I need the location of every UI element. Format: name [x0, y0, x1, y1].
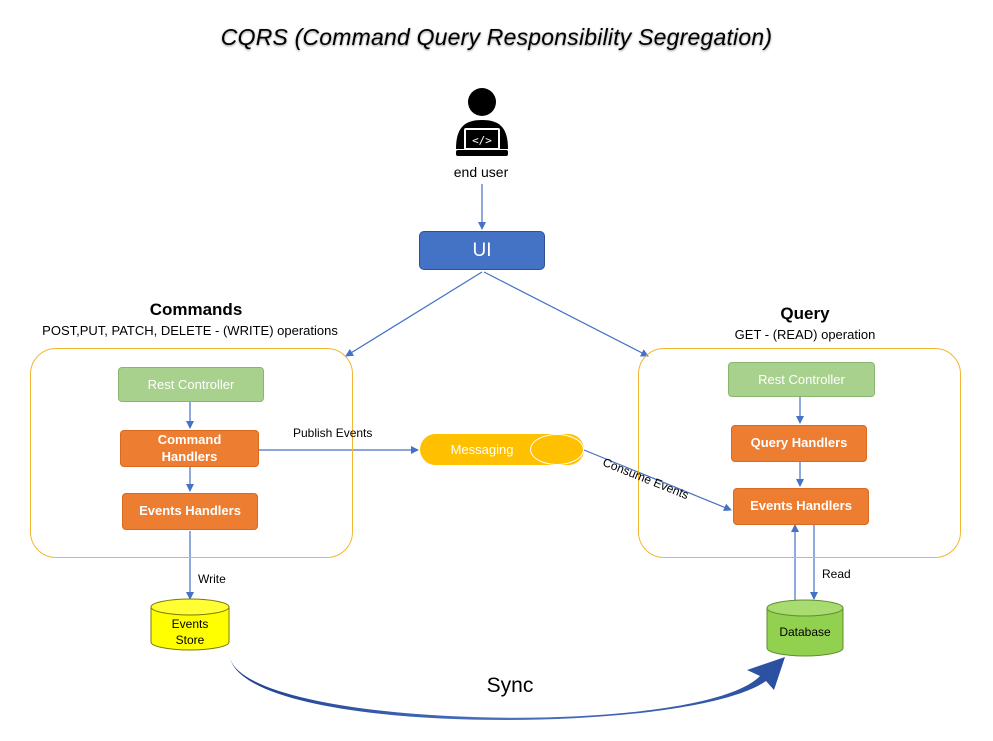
query-group [638, 348, 961, 558]
query-handlers-node: Query Handlers [731, 425, 867, 462]
query-events-handlers: Events Handlers [733, 488, 869, 525]
query-rest-controller: Rest Controller [728, 362, 875, 397]
read-label: Read [822, 567, 851, 581]
database-cylinder [766, 599, 844, 657]
sync-label: Sync [486, 674, 534, 697]
events-store-cylinder [150, 598, 230, 651]
events-store-label: Events Store [171, 616, 209, 647]
messaging-pipe-end [530, 434, 584, 465]
publish-events-label: Publish Events [293, 426, 373, 440]
diagram-title: CQRS (Command Query Responsibility Segre… [220, 24, 773, 50]
ui-node: UI [419, 231, 545, 270]
database-label: Database [779, 624, 831, 639]
arrow-ui-to-query [483, 271, 649, 357]
command-handlers-node: Command Handlers [120, 430, 259, 467]
commands-rest-controller: Rest Controller [118, 367, 264, 402]
arrow-consume-events [583, 449, 732, 512]
commands-events-handlers: Events Handlers [122, 493, 258, 530]
commands-title: Commands [149, 300, 243, 319]
arrow-ui-to-commands [345, 271, 483, 357]
query-title: Query [780, 304, 830, 323]
query-subtitle: GET - (READ) operation [734, 327, 876, 342]
commands-group [30, 348, 353, 558]
end-user-label: end user [453, 164, 509, 180]
write-label: Write [198, 572, 226, 586]
developer-laptop-icon: </> [456, 88, 508, 156]
svg-text:</>: </> [472, 134, 492, 147]
commands-subtitle: POST,PUT, PATCH, DELETE - (WRITE) operat… [42, 323, 338, 338]
